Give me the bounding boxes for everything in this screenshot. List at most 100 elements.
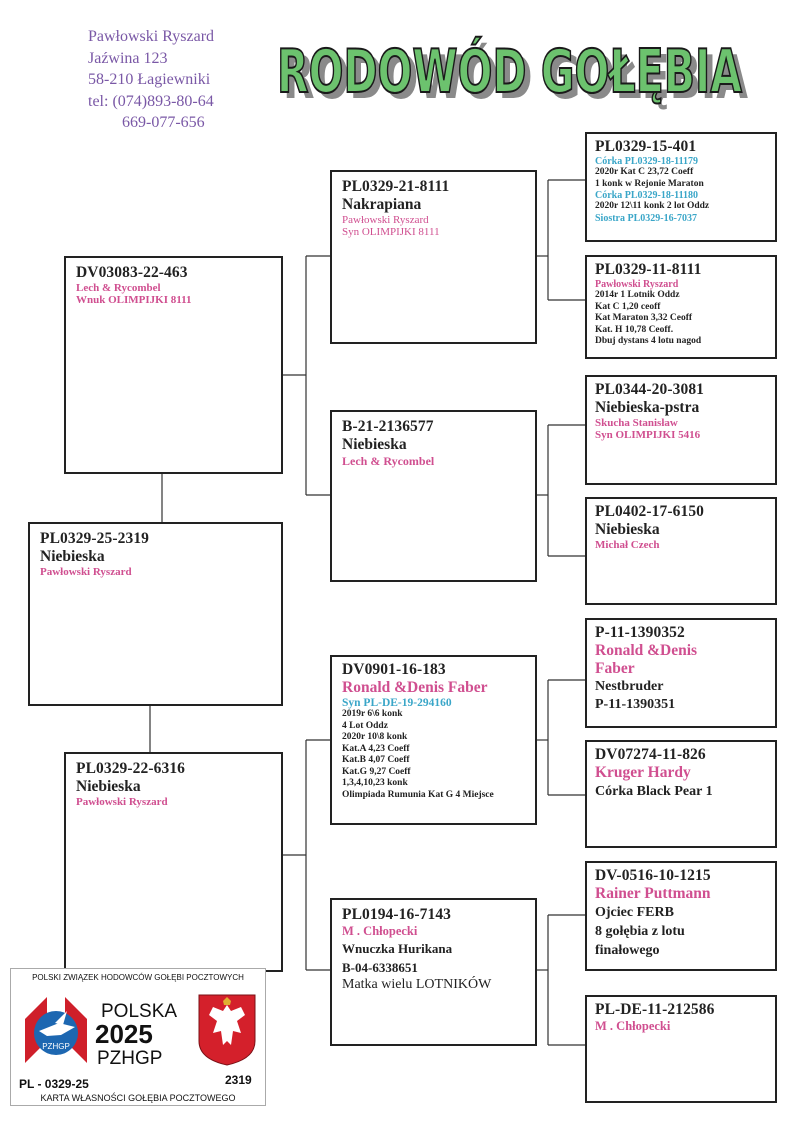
mf-owner: Ronald &Denis Faber — [342, 679, 488, 696]
father-box: DV03083-22-463 Lech & Rycombel Wnuk OLIM… — [64, 256, 283, 474]
fmm-ring: PL0402-17-6150 — [595, 503, 705, 520]
fff-daughter-1: Córka PL0329-18-11179 — [595, 156, 699, 167]
mfm-ring: DV07274-11-826 — [595, 746, 706, 763]
mm-line-3: Matka wielu LOTNIKÓW — [342, 977, 492, 992]
mmf-line-3: finałowego — [595, 943, 660, 958]
ffm-ring: PL0329-11-8111 — [595, 261, 702, 278]
mfm-note: Córka Black Pear 1 — [595, 784, 713, 799]
owner-mobile: 669-077-656 — [122, 114, 205, 131]
card-number: 2319 — [225, 1073, 252, 1087]
ff-box: PL0329-21-8111 Nakrapiana Pawłowski Rysz… — [330, 170, 537, 344]
mff-owner-1: Ronald &Denis — [595, 642, 698, 659]
card-org: PZHGP — [97, 1048, 163, 1069]
mm-line-2: B-04-6338651 — [342, 960, 418, 975]
polish-eagle-emblem — [198, 994, 256, 1066]
ffm-result-4: Kat. H 10,78 Ceoff. — [595, 324, 674, 335]
mf-result-2: 4 Lot Oddz — [342, 720, 388, 731]
father-owner: Lech & Rycombel — [76, 282, 161, 294]
fmf-ring: PL0344-20-3081 — [595, 381, 705, 398]
card-ring: PL - 0329-25 — [19, 1077, 89, 1091]
fmf-color: Niebieska-pstra — [595, 399, 700, 416]
pigeon-box: PL0329-25-2319 Niebieska Pawłowski Rysza… — [28, 522, 283, 706]
mm-box: PL0194-16-7143 M . Chłopecki Wnuczka Hur… — [330, 898, 537, 1046]
mother-ring: PL0329-22-6316 — [76, 760, 186, 777]
fff-result-3: 2020r 12\11 konk 2 lot Oddz — [595, 201, 710, 211]
page-title: RODOWÓD GOŁĘBIA RODOWÓD GOŁĘBIA — [272, 24, 760, 121]
owner-phone: tel: (074)893-80-64 — [88, 92, 214, 110]
mff-ring: P-11-1390352 — [595, 624, 685, 641]
mmf-owner: Rainer Puttmann — [595, 885, 711, 902]
mfm-owner: Kruger Hardy — [595, 764, 691, 781]
mff-box: P-11-1390352 Ronald &Denis Faber Nestbru… — [585, 618, 777, 728]
ff-owner: Pawłowski Ryszard — [342, 214, 429, 226]
mf-box: DV0901-16-183 Ronald &Denis Faber Syn PL… — [330, 655, 537, 825]
mother-owner: Pawłowski Ryszard — [76, 796, 168, 808]
ffm-result-2: Kat C 1,20 ceoff — [595, 301, 661, 312]
mother-color: Niebieska — [76, 778, 141, 795]
ffm-result-5: Dbuj dystans 4 lotu nagod — [595, 336, 702, 346]
mf-result-8: Olimpiada Rumunia Kat G 4 Miejsce — [342, 789, 494, 800]
fmm-color: Niebieska — [595, 521, 660, 538]
card-year: 2025 — [95, 1019, 153, 1049]
mff-owner-2: Faber — [595, 660, 635, 677]
mmf-ring: DV-0516-10-1215 — [595, 867, 711, 884]
mf-result-1: 2019r 6\6 konk — [342, 709, 403, 719]
fff-ring: PL0329-15-401 — [595, 138, 697, 155]
card-footer: KARTA WŁASNOŚCI GOŁĘBIA POCZTOWEGO — [40, 1093, 236, 1103]
ffm-owner: Pawłowski Ryszard — [595, 279, 679, 290]
pigeon-owner: Pawłowski Ryszard — [40, 566, 132, 578]
fm-box: B-21-2136577 Niebieska Lech & Rycombel — [330, 410, 537, 582]
ff-name: Nakrapiana — [342, 196, 422, 213]
mmm-box: PL-DE-11-212586 M . Chłopecki — [585, 995, 777, 1103]
logo-text: PZHGP — [42, 1042, 70, 1051]
ff-note: Syn OLIMPIJKI 8111 — [342, 226, 440, 238]
ffm-result-1: 2014r 1 Lotnik Oddz — [595, 290, 680, 300]
mf-result-3: 2020r 10\8 konk — [342, 732, 408, 742]
mf-result-5: Kat.B 4,07 Coeff — [342, 755, 410, 765]
fmf-note: Syn OLIMPIJKI 5416 — [595, 429, 701, 441]
mf-result-6: Kat.G 9,27 Coeff — [342, 766, 411, 777]
father-ring: DV03083-22-463 — [76, 264, 188, 281]
fmm-owner: Michał Czech — [595, 539, 660, 551]
pigeon-color: Niebieska — [40, 548, 105, 565]
title-wordart: RODOWÓD GOŁĘBIA RODOWÓD GOŁĘBIA — [276, 35, 748, 113]
mmm-owner: M . Chłopecki — [595, 1019, 671, 1033]
fff-box: PL0329-15-401 Córka PL0329-18-11179 2020… — [585, 132, 777, 242]
title-text: RODOWÓD GOŁĘBIA — [277, 36, 742, 107]
svg-text:RODOWÓD GOŁĘBIA: RODOWÓD GOŁĘBIA — [283, 42, 748, 113]
mmf-box: DV-0516-10-1215 Rainer Puttmann Ojciec F… — [585, 861, 777, 971]
mfm-box: DV07274-11-826 Kruger Hardy Córka Black … — [585, 740, 777, 848]
mmf-line-1: Ojciec FERB — [595, 905, 674, 920]
mff-line-1: Nestbruder — [595, 679, 664, 694]
ffm-box: PL0329-11-8111 Pawłowski Ryszard 2014r 1… — [585, 255, 777, 359]
mf-result-4: Kat.A 4,23 Coeff — [342, 743, 410, 754]
owner-street: Jaźwina 123 — [88, 49, 168, 67]
mmf-line-2: 8 gołębia z lotu — [595, 924, 685, 939]
fmm-box: PL0402-17-6150 Niebieska Michał Czech — [585, 497, 777, 605]
mother-box: PL0329-22-6316 Niebieska Pawłowski Rysza… — [64, 752, 283, 972]
mmm-ring: PL-DE-11-212586 — [595, 1001, 715, 1018]
owner-contact: Pawłowski Ryszard Jaźwina 123 58-210 Łag… — [88, 26, 214, 134]
fmf-owner: Skucha Stanisław — [595, 417, 678, 429]
ff-ring: PL0329-21-8111 — [342, 178, 450, 195]
card-header: POLSKI ZWIĄZEK HODOWCÓW GOŁĘBI POCZTOWYC… — [32, 973, 244, 982]
mff-line-2: P-11-1390351 — [595, 697, 676, 712]
fff-daughter-2: Córka PL0329-18-11180 — [595, 190, 699, 201]
fm-owner: Lech & Rycombel — [342, 454, 435, 468]
mm-owner: M . Chłopecki — [342, 924, 418, 938]
ownership-card: POLSKI ZWIĄZEK HODOWCÓW GOŁĘBI POCZTOWYC… — [10, 968, 266, 1106]
mf-ring: DV0901-16-183 — [342, 661, 446, 678]
owner-name: Pawłowski Ryszard — [88, 28, 215, 45]
fm-ring: B-21-2136577 — [342, 418, 434, 435]
mm-line-1: Wnuczka Hurikana — [342, 941, 453, 956]
owner-city: 58-210 Łagiewniki — [88, 71, 211, 88]
mm-ring: PL0194-16-7143 — [342, 906, 452, 923]
fm-color: Niebieska — [342, 436, 407, 453]
fff-sister: Siostra PL0329-16-7037 — [595, 212, 697, 224]
mf-son: Syn PL-DE-19-294160 — [342, 697, 452, 709]
pigeon-ring: PL0329-25-2319 — [40, 530, 150, 547]
pzhgp-logo: PZHGP — [25, 997, 87, 1063]
father-note: Wnuk OLIMPIJKI 8111 — [76, 294, 192, 306]
ffm-result-3: Kat Maraton 3,32 Ceoff — [595, 313, 693, 323]
fff-result-1: 2020r Kat C 23,72 Coeff — [595, 167, 694, 177]
